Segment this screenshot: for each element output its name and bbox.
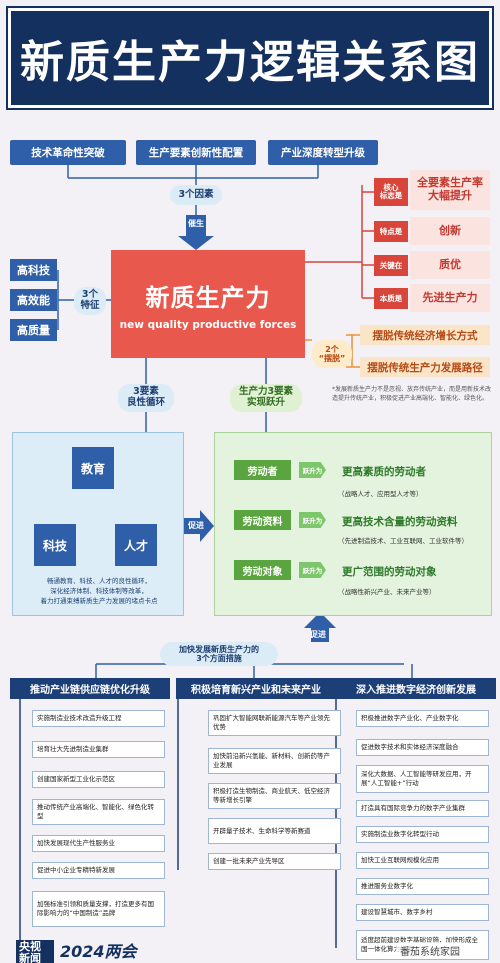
lianghui-logo: 2024两会 [60,942,137,961]
list-item: 巩固扩大智能网联新能源汽车等产业领先优势 [208,710,341,736]
list-item: 实施制造业技术改造升级工程 [32,710,165,727]
factors-pill: 3个因素 [170,185,222,205]
feature-quality: 高质量 [10,319,57,341]
factor-industry-upgrade: 产业深度转型升级 [268,140,378,165]
leap-sub-means: （先进制造技术、工业互联网、工业软件等） [338,537,468,545]
features-pill: 3个 特征 [74,287,106,315]
leap-sub-object: （战略性新兴产业、未来产业等） [338,588,436,596]
list-item: 创建一批未来产业先导区 [208,853,341,870]
leap-tag-labor: 劳动者 [234,460,291,480]
list-item: 促进数字技术和实体经济深度融合 [356,739,489,756]
feat-advanced: 先进生产力 [410,284,490,312]
feat-innovation: 创新 [410,217,490,245]
tag-key: 关键在 [374,255,408,276]
col-head-supply-chain: 推动产业链供应链优化升级 [10,678,170,699]
measures-pill: 加快发展新质生产力的 3个方面措施 [160,642,278,666]
factor-allocation: 生产要素创新性配置 [136,140,256,165]
list-item: 建设智慧城市、数字乡村 [356,904,489,921]
feature-high-tech: 高科技 [10,259,57,281]
col-head-emerging: 积极培育新兴产业和未来产业 [176,678,336,699]
node-education: 教育 [72,447,114,489]
core-title-en: new quality productive forces [119,318,297,331]
list-item: 加快前沿新兴氢能、新材料、创新药等产业发展 [208,748,341,774]
cycle-pill: 3要素 良性循环 [118,384,174,412]
list-item: 加强标准引领和质量支撑，打造更多有国际影响力的“中国制造”品牌 [32,891,165,927]
tag-core-mark: 核心 标志是 [374,178,408,206]
list-item: 深化大数据、人工智能等研发应用，开展“人工智能+”行动 [356,765,489,793]
node-tech: 科技 [34,524,76,566]
breakaway-pill: 2个 “摆脱” [312,340,352,368]
list-item: 培育壮大先进制造业集群 [32,741,165,758]
list-item: 加快发展现代生产性服务业 [32,835,165,852]
leap-chev-2: 跃升为 [299,512,326,528]
list-item: 推进服务业数字化 [356,878,489,895]
list-item: 打造具有国际竞争力的数字产业集群 [356,800,489,817]
promote-up-label: 促进 [310,630,326,639]
down-arrow-icon [178,215,214,250]
list-item: 积极打造生物制造、商业航天、低空经济等新增长引擎 [208,783,341,809]
up-arrow-icon [304,612,336,642]
list-item: 创建国家新型工业化示范区 [32,771,165,788]
core-title-cn: 新质生产力 [145,283,271,312]
tag-feature: 特点是 [374,221,408,242]
leap-chev-1: 跃升为 [299,462,326,478]
list-item: 促进中小企业专精特新发展 [32,862,165,879]
list-item: 积极推进数字产业化、产业数字化 [356,710,489,727]
leap-chev-3: 跃升为 [299,562,326,578]
cctv-news-logo: 央视 新闻 [16,940,54,963]
core-box: 新质生产力 new quality productive forces [111,250,305,358]
tag-essence: 本质是 [374,288,408,309]
page-title: 新质生产力逻辑关系图 [6,6,494,110]
footnote: *发展新质生产力不是忽视、放弃传统产业，而是用新技术改造提升传统产业，积极促进产… [332,386,492,402]
list-item: 加快工业互联网规模化应用 [356,852,489,869]
node-talent: 人才 [115,524,157,566]
leap-tag-object: 劳动对象 [234,560,291,580]
list-item: 实施制造业数字化转型行动 [356,826,489,843]
factor-tech-breakthrough: 技术革命性突破 [10,140,126,165]
promote-label: 促进 [188,521,204,530]
watermark: 番茄系统家园 [396,942,464,959]
cycle-desc: 畅通教育、科技、人才的良性循环， 深化经济体制、科技体制等改革， 着力打通束缚新… [40,577,158,605]
feature-efficiency: 高效能 [10,289,57,311]
col-head-digital: 深入推进数字经济创新发展 [336,678,496,699]
feat-quality: 质优 [410,251,490,279]
leap-tag-means: 劳动资料 [234,510,291,530]
breakaway-growth: 摆脱传统经济增长方式 [360,325,490,345]
right-arrow-icon [184,510,214,542]
catalyze-label: 催生 [188,219,204,228]
list-item: 开辟量子技术、生命科学等新赛道 [208,818,341,844]
feat-tfp: 全要素生产率 大幅提升 [410,170,490,210]
breakaway-path: 摆脱传统生产力发展路径 [360,357,490,377]
list-item: 推动传统产业高端化、智能化、绿色化转型 [32,799,165,825]
leap-sub-labor: （战略人才、应用型人才等） [338,490,423,498]
leap-pill: 生产力3要素 实现跃升 [230,384,302,412]
leap-title-means: 更高技术含量的劳动资料 [342,516,458,528]
leap-title-object: 更广范围的劳动对象 [342,566,437,578]
leap-title-labor: 更高素质的劳动者 [342,466,426,478]
